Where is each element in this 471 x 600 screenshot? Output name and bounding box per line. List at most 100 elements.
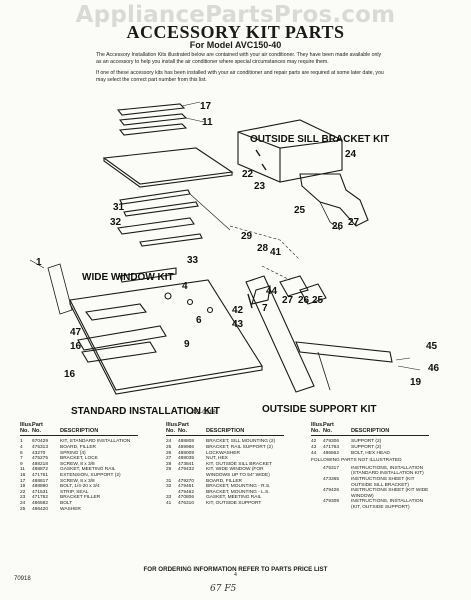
intro-paragraph-1: The Accessory Installation Kits illustra… [96, 52, 382, 65]
callout-number: 16 [64, 369, 76, 380]
illus-number: 23 [20, 495, 26, 501]
callout-number: 11 [202, 117, 213, 128]
illus-number: 4 [20, 445, 23, 450]
part-description: KIT, STANDARD INSTALLATION [60, 439, 131, 445]
part-description: BRACKET FILLER [60, 495, 101, 501]
callout-number: 28 [257, 243, 269, 254]
part-description: KIT, WIDE WINDOW (FOR WINDOWS UP TO 54" … [206, 467, 270, 478]
illus-number: 27 [166, 456, 172, 462]
illus-number: 25 [166, 445, 172, 450]
part-description: NUT, HEX [206, 456, 228, 462]
illus-number: 42 [311, 439, 317, 445]
illus-number: 22 [20, 489, 26, 495]
part-number: 475275 [32, 456, 49, 462]
callout-number: 4 [182, 281, 188, 292]
part-number: 471531 [32, 489, 49, 495]
part-number: 476310 [178, 500, 195, 506]
no-header: No. [311, 428, 321, 435]
illus-number [311, 477, 323, 488]
part-description: SCREW, 8 x 3/8 [60, 461, 95, 467]
part-description: SUPPORT (2) [351, 439, 382, 445]
parts-table-row: 23 471762 BRACKET FILLER [20, 495, 138, 501]
part-number: 486420 [32, 506, 49, 512]
part-description: BRACKET, LOCK [60, 456, 98, 462]
part-no-header: No. [32, 428, 42, 435]
illus-number [311, 466, 323, 477]
part-description: INSTRUCTIONS SHEET (KIT OUTSIDE SILL BRA… [351, 476, 415, 488]
callout-number: 7 [262, 303, 268, 314]
callout-number: 33 [187, 255, 199, 266]
part-description: BRACKET, MOUNTING - R.S. [206, 484, 271, 490]
illus-header: Illus. [311, 422, 324, 428]
callout-number: 26 [298, 295, 310, 306]
part-header: Part [32, 422, 43, 428]
illus-number: 19 [20, 484, 26, 490]
part-header: Part [178, 422, 189, 428]
part-description: BOARD, FILLER [206, 478, 242, 484]
illus-number: 29 [166, 467, 172, 473]
description-header: DESCRIPTION [60, 428, 99, 435]
part-description: BRACKET, MOUNTING - L.S. [206, 489, 270, 495]
illus-number: 32 [166, 484, 172, 490]
handwritten-note: 67 F5 [210, 584, 237, 594]
page-title: ACCESSORY KIT PARTS [126, 22, 345, 42]
part-number: 486562 [323, 450, 340, 456]
part-description: INSTRUCTIONS, INSTALLATION (STANDARD INS… [351, 465, 424, 477]
part-number: 489986 [178, 445, 195, 450]
part-number: 486582 [32, 500, 49, 506]
part-description: GASKET, MEETING RAIL [206, 495, 262, 501]
part-description: LOCKWASHER [206, 450, 240, 456]
part-description: KIT, OUTSIDE SUPPORT [206, 500, 262, 506]
part-number: 471762 [32, 495, 49, 501]
illus-number: 7 [20, 456, 23, 462]
part-number: 488218 [32, 461, 49, 467]
illus-number: 44 [311, 450, 317, 456]
part-number: 479426 [323, 488, 340, 494]
callout-number: 45 [426, 341, 438, 352]
parts-table-row: 1 670429 KIT, STANDARD INSTALLATION [20, 439, 138, 445]
callout-number: 44 [266, 286, 278, 297]
document-code: 70918 [14, 576, 31, 582]
illus-number: 16 [20, 472, 26, 478]
part-description: BOLT, 1/4-20 x 3/4 [60, 484, 100, 490]
part-number: 475313 [32, 445, 49, 450]
no-header: No. [20, 428, 30, 435]
part-number: 473365 [323, 476, 340, 482]
illus-number: 24 [20, 500, 26, 506]
callout-number: 41 [270, 247, 282, 258]
illus-number [311, 499, 323, 510]
illus-number: 1 [20, 439, 23, 445]
standard-installation-kit-label: STANDARD INSTALLATION KIT [71, 406, 220, 417]
part-number: 670429 [32, 439, 49, 445]
callout-number: 42 [232, 305, 244, 316]
wide-window-kit-label: WIDE WINDOW KIT [82, 272, 174, 283]
description-header: DESCRIPTION [351, 428, 390, 435]
callout-number: 29 [241, 231, 253, 242]
meeting-rail-gasket-drawing [116, 103, 188, 136]
illus-number: 9 [20, 461, 23, 467]
illus-number: 43 [311, 445, 317, 450]
part-number: 488872 [32, 467, 49, 473]
callout-number: 17 [200, 101, 212, 112]
part-description: SCREW, 8 x 3/8 [60, 478, 95, 484]
part-description: SUPPORT (2) [351, 445, 382, 450]
callout-number: 25 [294, 205, 306, 216]
callout-number: 23 [254, 181, 266, 192]
illus-header: Illus. [166, 422, 179, 428]
part-description: GASKET, MEETING RAIL [60, 467, 116, 473]
